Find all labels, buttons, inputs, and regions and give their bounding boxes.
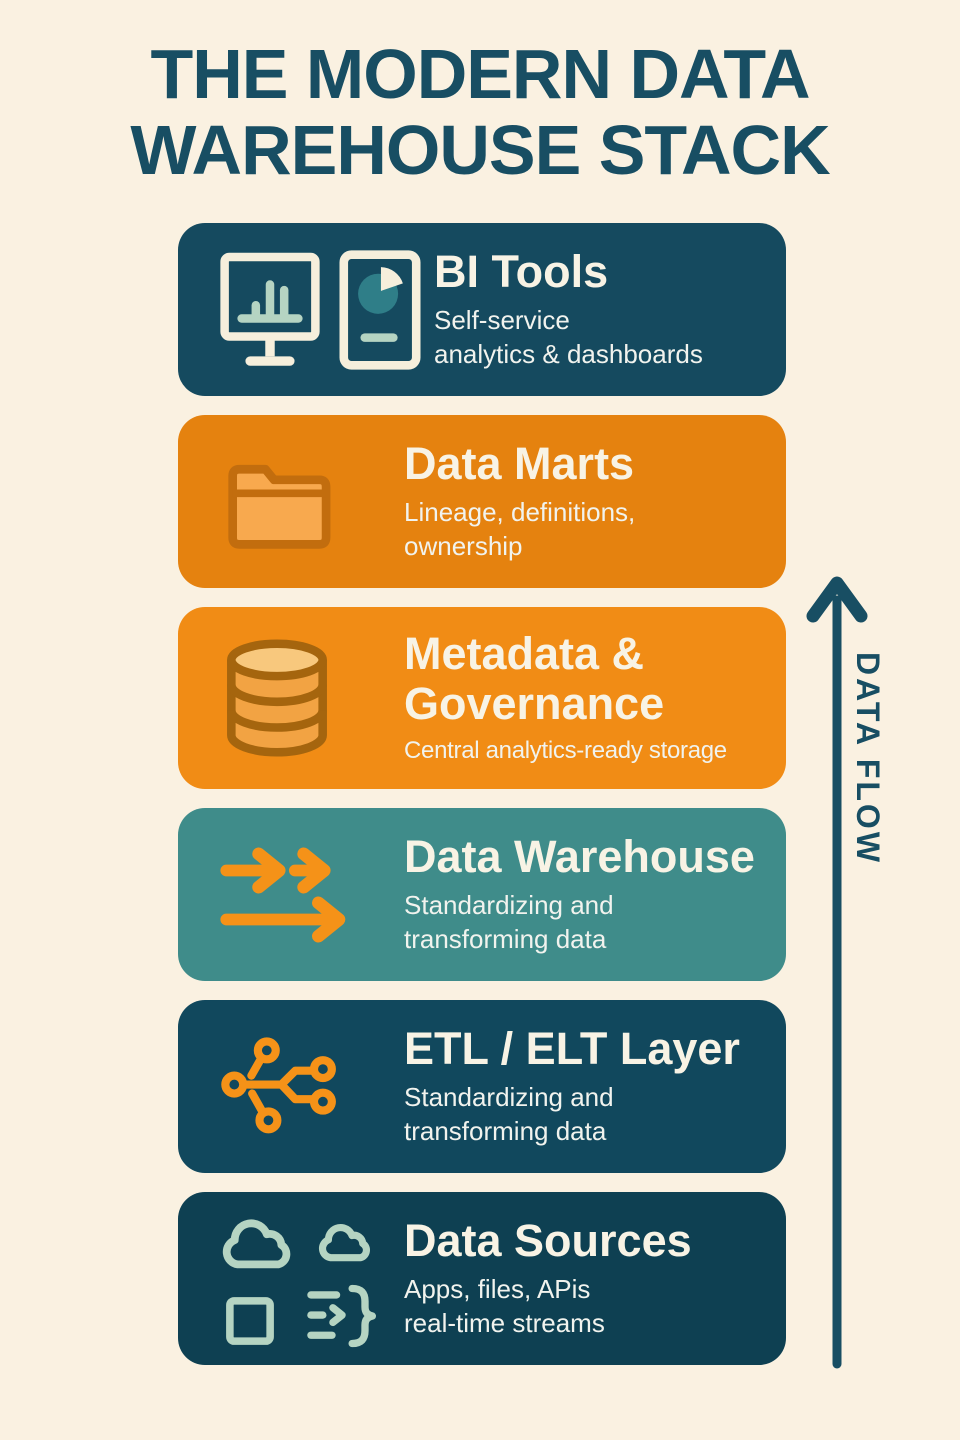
card-title: Metadata & Governance xyxy=(404,628,665,729)
arrow-up-icon xyxy=(806,576,868,1369)
card-subtitle: Self-service analytics & dashboards xyxy=(434,304,703,369)
flow-arrows-icon xyxy=(220,846,346,943)
card-subtitle: Standardizing and transforming data xyxy=(404,1081,614,1146)
card-icons xyxy=(218,1035,404,1139)
card-title: Data Sources xyxy=(404,1215,692,1267)
card-metadata-governance: Metadata & Governance Central analytics-… xyxy=(178,607,786,789)
source-icons-grid xyxy=(218,1209,388,1349)
monitor-bar-chart-icon xyxy=(220,252,320,366)
network-nodes-icon xyxy=(221,1036,336,1133)
stack-cards: BI Tools Self-service analytics & dashbo… xyxy=(178,223,786,1365)
database-icon xyxy=(227,639,327,757)
stream-brace-icon xyxy=(307,1284,376,1347)
card-subtitle: Lineage, definitions, ownership xyxy=(404,496,636,561)
card-data-sources: Data Sources Apps, files, APis real-time… xyxy=(178,1192,786,1365)
card-text: Metadata & Governance Central analytics-… xyxy=(404,629,776,766)
square-icon xyxy=(226,1296,274,1345)
card-icons xyxy=(218,249,434,371)
cloud-icon xyxy=(319,1223,370,1261)
card-subtitle: Apps, files, APis real-time streams xyxy=(404,1273,605,1338)
card-title: Data Warehouse xyxy=(404,831,755,883)
card-data-marts: Data Marts Lineage, definitions, ownersh… xyxy=(178,415,786,588)
data-flow-label: DATA FLOW xyxy=(850,652,886,866)
card-icons xyxy=(218,1209,404,1349)
card-icons xyxy=(218,450,404,554)
card-title: Data Marts xyxy=(404,438,635,490)
card-text: Data Warehouse Standardizing and transfo… xyxy=(404,832,776,956)
card-text: Data Sources Apps, files, APis real-time… xyxy=(404,1216,776,1340)
card-subtitle: Standardizing and transforming data xyxy=(404,889,614,954)
folder-icon xyxy=(228,464,331,549)
report-pie-chart-icon xyxy=(339,249,421,370)
card-title: ETL / ELT Layer xyxy=(404,1023,740,1075)
card-icons xyxy=(218,846,404,943)
card-bi-tools: BI Tools Self-service analytics & dashbo… xyxy=(178,223,786,396)
page-title: THE MODERN DATA WAREHOUSE STACK xyxy=(130,35,830,190)
card-etl-elt-layer: ETL / ELT Layer Standardizing and transf… xyxy=(178,1000,786,1173)
card-title: BI Tools xyxy=(434,246,609,298)
card-icons xyxy=(218,634,404,762)
card-data-warehouse: Data Warehouse Standardizing and transfo… xyxy=(178,808,786,981)
card-subtitle: Central analytics-ready storage xyxy=(404,737,727,765)
card-text: ETL / ELT Layer Standardizing and transf… xyxy=(404,1024,776,1148)
card-text: BI Tools Self-service analytics & dashbo… xyxy=(434,247,776,371)
card-text: Data Marts Lineage, definitions, ownersh… xyxy=(404,439,776,563)
cloud-icon xyxy=(222,1218,291,1268)
